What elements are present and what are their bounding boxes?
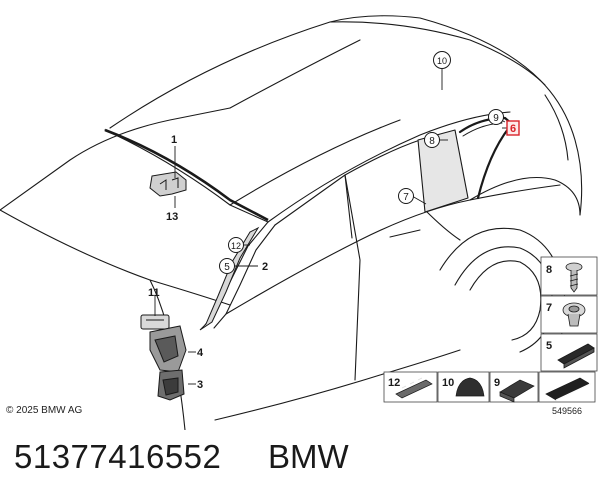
circled-callout-8: 8 (424, 132, 440, 148)
circled-callout-9: 9 (488, 109, 504, 125)
expanding-rivet-icon (562, 302, 586, 327)
legend-label-8: 8 (546, 264, 552, 276)
diagram-number: 549566 (552, 406, 583, 416)
car-hood-outline (0, 107, 231, 211)
door-handle (389, 229, 421, 238)
legend-label-12: 12 (388, 377, 400, 389)
callout-4: 4 (197, 347, 204, 359)
svg-text:10: 10 (437, 56, 447, 66)
callout-3: 3 (197, 379, 203, 391)
clip-part-13 (149, 171, 187, 197)
seal-block-icon (499, 379, 535, 403)
legend-label-7: 7 (546, 302, 552, 314)
circled-callout-5: 5 (219, 258, 235, 274)
legend-label-5: 5 (546, 340, 552, 352)
circled-callout-12: 12 (228, 237, 244, 253)
front-door-frame (274, 174, 361, 381)
svg-text:5: 5 (224, 262, 230, 273)
svg-text:6: 6 (510, 123, 516, 135)
beltline (225, 184, 561, 315)
clip-strip-icon (395, 377, 433, 399)
highlighted-callout-6: 6 (506, 120, 520, 136)
rear-pillar-outline (539, 79, 583, 216)
quarter-window-seal (458, 116, 514, 200)
mirror-base-part-4 (149, 325, 187, 373)
side-window-top (229, 119, 401, 206)
part-number: 51377416552 (14, 438, 222, 475)
rear-wheel-tyre (454, 246, 553, 353)
brand-name: BMW (268, 438, 349, 475)
legend-label-9: 9 (494, 377, 500, 389)
callout-13: 13 (166, 211, 178, 223)
screw-icon (565, 262, 583, 293)
circled-callout-10: 10 (433, 51, 451, 69)
plug-cap-icon (455, 377, 485, 397)
quarter-glass (417, 129, 469, 213)
callout-1: 1 (171, 134, 177, 146)
clip-part-11 (140, 314, 170, 330)
rocker-line (214, 349, 461, 421)
callout-2: 2 (262, 261, 268, 273)
rear-quarter-line (469, 177, 581, 216)
legend-bottom: 12 10 9 (383, 371, 596, 403)
svg-text:12: 12 (231, 241, 241, 251)
b-pillar (344, 174, 353, 239)
rear-wheel-rim (469, 260, 542, 341)
svg-text:8: 8 (429, 136, 435, 147)
mirror-cover-part-3 (157, 369, 185, 401)
svg-text:7: 7 (403, 192, 409, 203)
legend-label-10: 10 (442, 377, 454, 389)
callout-11: 11 (148, 287, 160, 299)
copyright-text: © 2025 BMW AG (6, 405, 83, 416)
caption-bar (0, 430, 600, 504)
car-roof-outline (109, 15, 541, 129)
legend-box-8 (540, 256, 598, 296)
circled-callout-7: 7 (398, 188, 414, 204)
svg-text:9: 9 (493, 113, 499, 124)
roof-front-edge (229, 39, 361, 109)
roof-rear-spoiler (329, 21, 546, 86)
parts-diagram: 1 13 2 11 4 3 12 5 7 8 9 10 6 8 (0, 15, 598, 431)
windshield-molding-part (104, 128, 269, 222)
foam-pad-icon (557, 343, 595, 369)
tape-strip-icon (545, 377, 591, 401)
windshield-lower-edge (0, 209, 231, 306)
rear-lamp-line (544, 94, 569, 161)
side-window-frame (267, 111, 511, 223)
a-pillar-inner (213, 224, 276, 329)
legend-right: 8 7 5 (540, 256, 598, 372)
